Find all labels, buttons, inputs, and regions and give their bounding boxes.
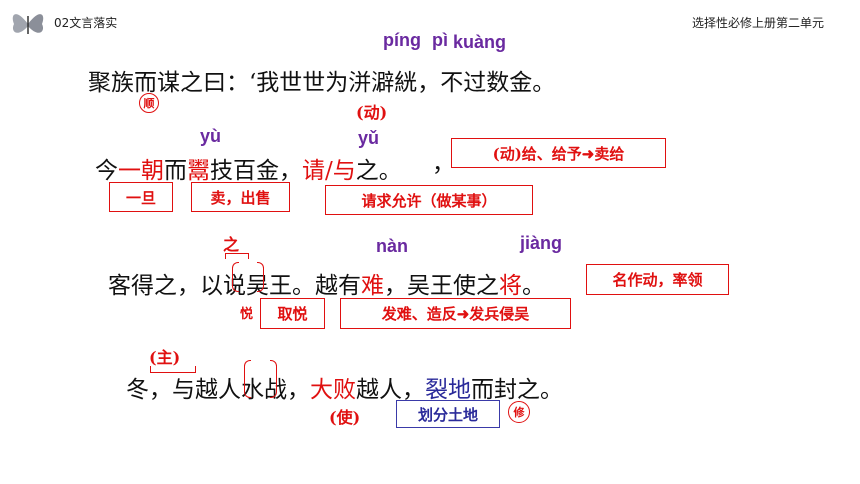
- pinyin-nan: nàn: [376, 236, 409, 256]
- word-yueren: 越人，: [356, 377, 425, 403]
- side-note-yue: 悦: [240, 307, 254, 322]
- word-erfengzhi: 而封之。: [471, 377, 563, 403]
- circle-note-xiu: 修: [508, 401, 530, 423]
- word-wuwang: 吴王。越有: [246, 273, 361, 299]
- word-yizhao: 一朝: [118, 158, 164, 184]
- note-box-quyue: 取悦: [260, 298, 325, 329]
- note-dong-above: (动): [356, 103, 388, 122]
- pinyin-yu4: yù: [200, 126, 222, 146]
- word-dongyuyueren: 冬，与越人: [126, 377, 241, 403]
- note-shi-below: (使): [329, 408, 361, 427]
- pinyin-jiang: jiàng: [520, 233, 563, 253]
- word-qingyu: 请/与: [302, 158, 356, 184]
- bracket-shuizhan-left: [244, 360, 251, 398]
- note-box-huafen: 划分土地: [396, 400, 500, 428]
- note-box-maichushou: 卖，出售: [191, 182, 290, 212]
- word-er: 而: [164, 158, 187, 184]
- word-wuwangshi: ，吴王使之: [384, 273, 499, 299]
- word-jibaijin: 技百金，: [210, 158, 302, 184]
- word-zhi: 之。: [355, 158, 402, 184]
- note-box-mingzuodong: 名作动，率领: [586, 264, 729, 295]
- word-kedezhi: 客得之，以: [108, 273, 223, 299]
- note-zhi-above: 之: [223, 235, 240, 254]
- word-zhan: 战，: [264, 377, 310, 403]
- word-period: 。: [522, 273, 545, 299]
- word-liedi: 裂地: [425, 377, 471, 403]
- pinyin-yu3: yǔ: [358, 128, 380, 148]
- butterfly-logo-icon: [8, 4, 48, 44]
- sentence-line-2: 今一朝而鬻技百金，请/与之。: [95, 151, 402, 185]
- bracket-shui-right: [257, 262, 264, 292]
- pinyin-kuang: kuàng: [453, 32, 507, 52]
- note-zhu-above: (主): [149, 348, 181, 367]
- bracket-zhu: [150, 366, 196, 373]
- sentence-line-1: 聚族而谋之曰：‘我世世为洴澼絖，不过数金。: [88, 70, 556, 96]
- note-box-qingqiu: 请求允许（做某事）: [325, 185, 533, 215]
- sentence-line-4: 冬，与越人水战，大败越人，裂地而封之。: [126, 370, 563, 404]
- header-left-label: 02文言落实: [54, 16, 118, 30]
- word-jin: 今: [95, 158, 118, 184]
- bracket-zhi: [225, 253, 249, 259]
- note-box-yidan: 一旦: [109, 182, 173, 212]
- word-nan: 难: [361, 273, 384, 299]
- bracket-shuizhan-right: [270, 360, 277, 398]
- word-jiang: 将: [499, 273, 522, 299]
- header-right-label: 选择性必修上册第二单元: [691, 16, 824, 30]
- pinyin-pi: pì: [432, 30, 448, 50]
- sentence-line-3: 客得之，以说吴王。越有难，吴王使之将。: [108, 266, 545, 300]
- circle-note-shun: 顺: [139, 93, 159, 113]
- trailing-comma: ，: [432, 151, 455, 177]
- bracket-shui-left: [232, 262, 239, 292]
- note-box-fanan: 发难、造反➜发兵侵吴: [340, 298, 571, 329]
- word-dabai: 大败: [310, 377, 356, 403]
- word-yu: 鬻: [187, 158, 210, 184]
- note-box-geiyu: (动)给、给予➜卖给: [451, 138, 666, 168]
- pinyin-ping: píng: [383, 30, 421, 50]
